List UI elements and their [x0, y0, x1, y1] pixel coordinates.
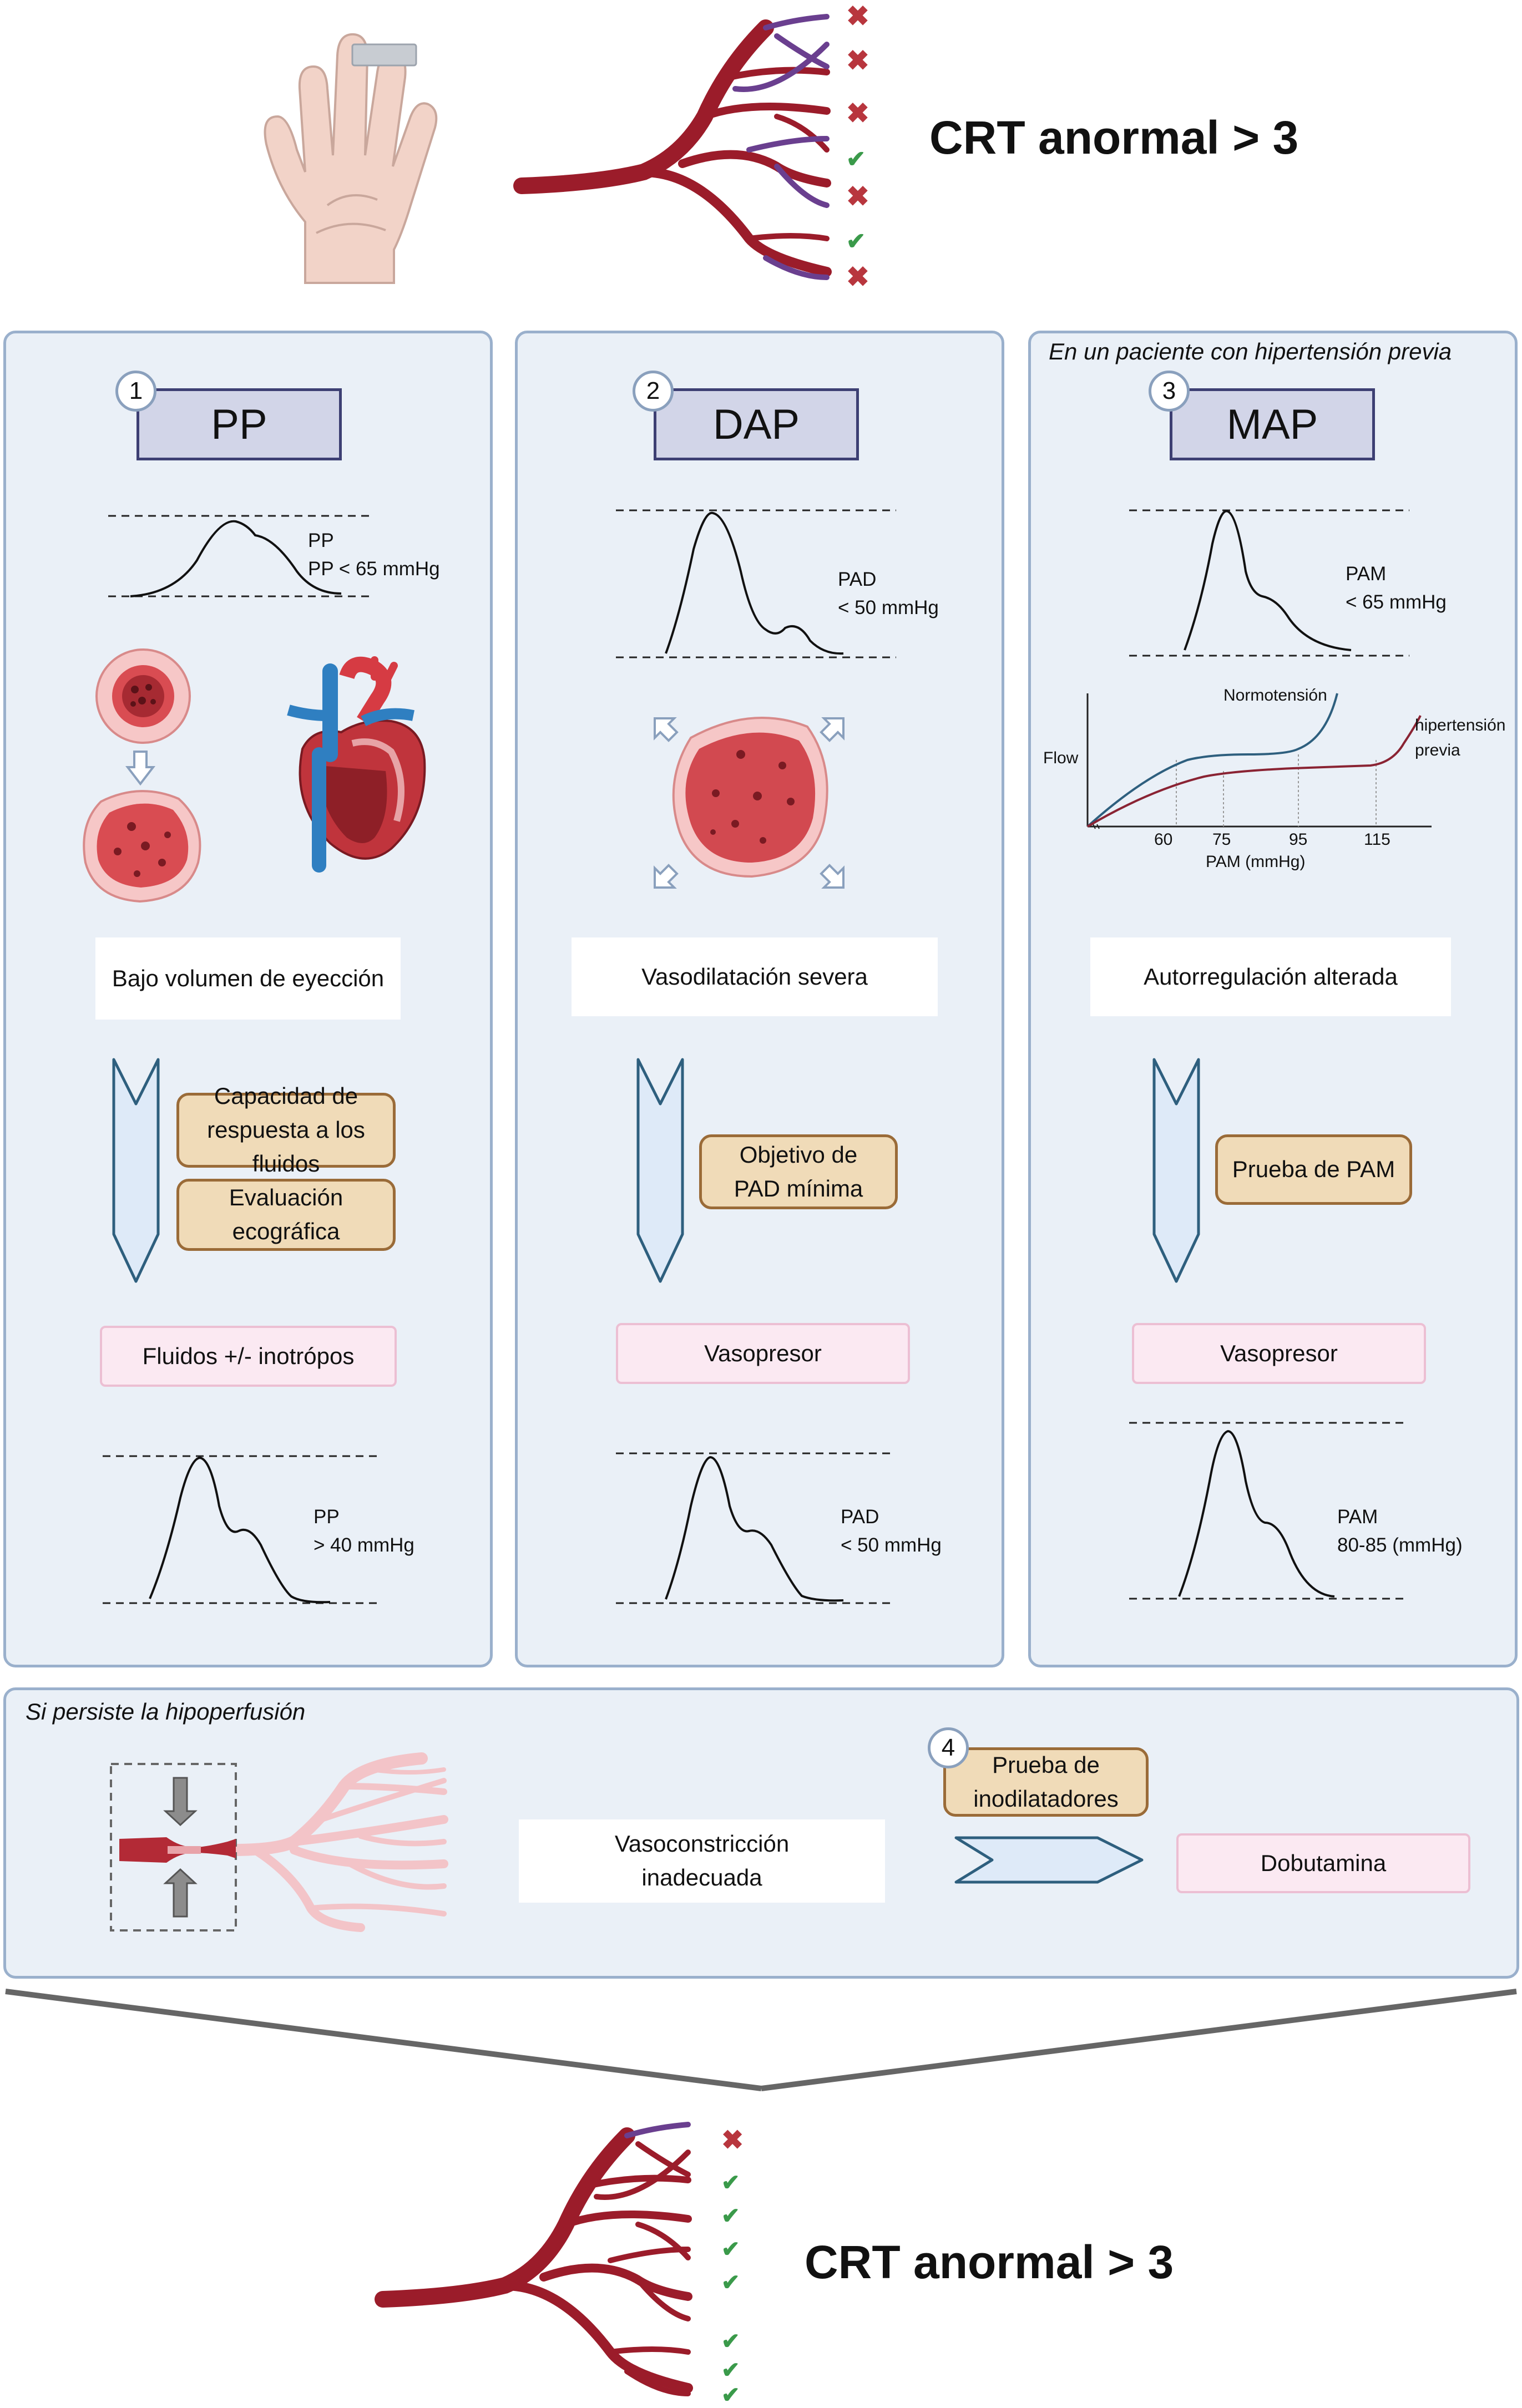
panel-2-title: DAP [654, 388, 859, 460]
heart-icon [287, 656, 426, 873]
panel-1-bottom-wave-label: PP > 40 mmHg [313, 1506, 414, 1556]
panel-2-number: 2 [633, 371, 674, 412]
panel-3-header-note: En un paciente con hipertensión previa [1049, 338, 1452, 364]
expand-arrow-icon [654, 864, 679, 889]
bottom-panel-treatment: Dobutamina [1176, 1833, 1470, 1893]
panel-2-top-waveform [616, 509, 896, 658]
vessel-cross-section-icon [95, 648, 191, 744]
chart-curve-normotension: Normotensión [1223, 686, 1327, 704]
panel-1-bottom-waveform [103, 1455, 377, 1604]
check-icon: ✔ [846, 228, 866, 254]
panel-1-action-fluid-responsiveness: Capacidad de respuesta a los fluidos [176, 1083, 396, 1177]
chart-tick: 75 [1212, 830, 1231, 849]
panel-2-treatment: Vasopresor [616, 1323, 910, 1384]
top-title: CRT anormal > 3 [929, 111, 1299, 164]
hand-icon [264, 33, 438, 284]
vasoconstriction-icon [110, 1752, 448, 1932]
top-mark-list: ✖ ✖ ✖ ✔ ✖ ✔ ✖ [846, 0, 879, 294]
panel-2-top-wave-label: PAD < 50 mmHg [838, 569, 939, 619]
bottom-panel-header-note: Si persiste la hipoperfusión [26, 1699, 306, 1725]
chart-xlabel: PAM (mmHg) [1206, 853, 1306, 871]
panel-2-cause: Vasodilatación severa [572, 937, 938, 1016]
down-chevron-icon [636, 1058, 684, 1283]
panel-3-action-map-test: Prueba de PAM [1215, 1134, 1412, 1205]
chart-tick: 95 [1289, 830, 1308, 849]
x-icon: ✖ [846, 181, 869, 212]
down-arrow-icon [125, 751, 156, 786]
panel-1-top-waveform [108, 515, 369, 597]
chart-tick: 115 [1364, 830, 1390, 849]
converging-lines [5, 1989, 1517, 2091]
panel-3-bottom-waveform [1129, 1422, 1404, 1600]
chart-ylabel: Flow [1043, 749, 1079, 767]
panel-1-title: PP [136, 388, 342, 460]
panel-3-top-wave-label: PAM < 65 mmHg [1346, 563, 1447, 613]
result-title: CRT anormal > 3 [805, 2236, 1174, 2288]
check-icon: ✔ [721, 2329, 740, 2354]
dilated-vessel-icon [672, 717, 828, 878]
x-icon: ✖ [846, 98, 869, 129]
bottom-panel-action-inodilator-test: Prueba de inodilatadores [943, 1747, 1149, 1817]
check-icon: ✔ [846, 146, 866, 172]
down-chevron-icon [1152, 1058, 1200, 1283]
expand-arrow-icon [820, 864, 845, 889]
panel-2-bottom-waveform [616, 1452, 891, 1604]
panel-1-top-wave-label: PP PP < 65 mmHg [308, 530, 440, 580]
check-icon: ✔ [721, 2358, 740, 2382]
right-chevron-icon [954, 1836, 1144, 1884]
check-icon: ✔ [721, 2171, 740, 2195]
panel-3-number: 3 [1149, 371, 1190, 412]
x-icon: ✖ [846, 261, 869, 292]
panel-1-action-ultrasound: Evaluación ecográfica [176, 1179, 396, 1251]
x-icon: ✖ [846, 1, 869, 32]
panel-3-bottom-wave-label: PAM 80-85 (mmHg) [1337, 1506, 1463, 1556]
check-icon: ✔ [721, 2383, 740, 2407]
chart-curve-hypertension: hipertensión previa [1415, 716, 1506, 759]
result-mark-list: ✖ ✔ ✔ ✔ ✔ ✔ ✔ ✔ [721, 2125, 755, 2407]
panel-2-bottom-wave-label: PAD < 50 mmHg [841, 1506, 942, 1556]
check-icon: ✔ [721, 2204, 740, 2228]
vessel-cross-section-icon [83, 790, 201, 903]
autoregulation-chart [1086, 693, 1432, 829]
panel-2-action-min-dap: Objetivo de PAD mínima [699, 1134, 898, 1209]
panel-3-top-waveform [1129, 509, 1409, 657]
vessel-tree-top [513, 14, 832, 280]
panel-3-cause: Autorregulación alterada [1090, 937, 1451, 1016]
panel-1-treatment: Fluidos +/- inotrópos [100, 1326, 397, 1387]
check-icon: ✔ [721, 2237, 740, 2262]
panel-1-cause: Bajo volumen de eyección [95, 937, 401, 1020]
vessel-tree-bottom [375, 2122, 693, 2396]
expand-arrow-icon [654, 717, 679, 742]
x-icon: ✖ [846, 45, 869, 76]
panel-1-number: 1 [115, 371, 156, 412]
bottom-panel-cause: Vasoconstricción inadecuada [519, 1819, 885, 1903]
down-chevron-icon [112, 1058, 160, 1283]
chart-tick: 60 [1154, 830, 1173, 849]
bottom-panel-number: 4 [928, 1727, 969, 1768]
panel-3-treatment: Vasopresor [1132, 1323, 1426, 1384]
x-icon: ✖ [721, 2126, 744, 2155]
expand-arrow-icon [820, 717, 845, 742]
panel-3-title: MAP [1170, 388, 1375, 460]
check-icon: ✔ [721, 2270, 740, 2295]
